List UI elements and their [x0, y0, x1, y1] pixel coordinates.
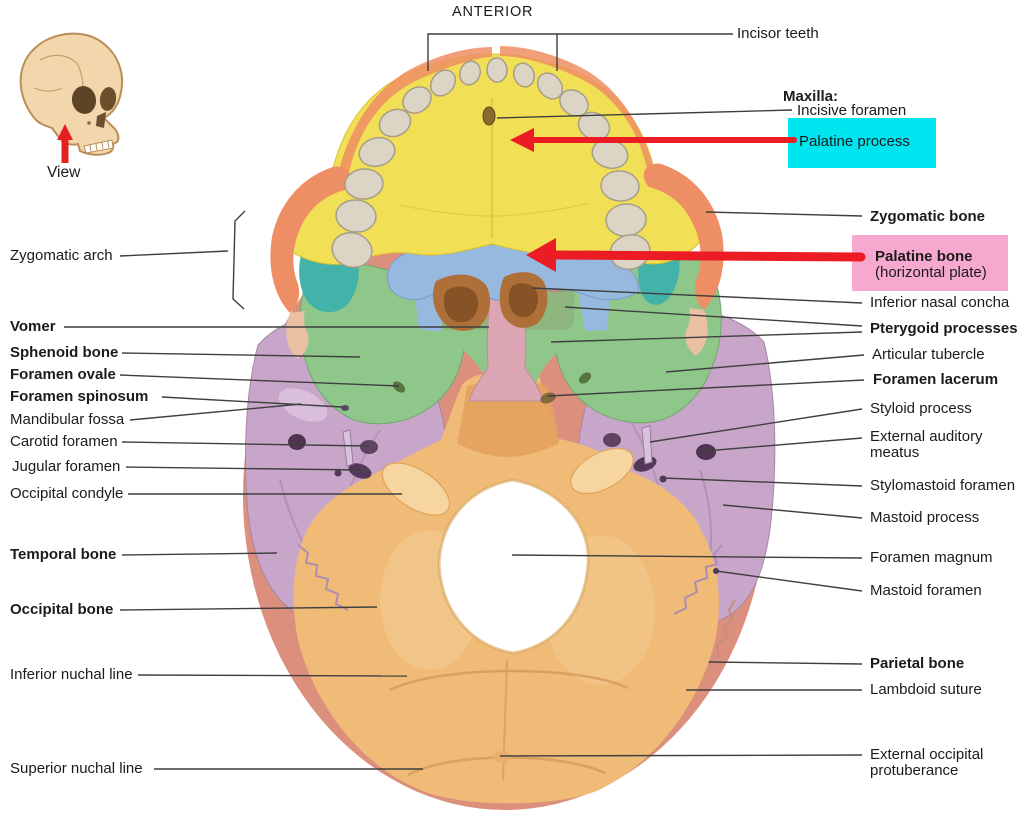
label-palatine-process: Palatine process	[788, 118, 936, 168]
view-inset-skull	[19, 32, 123, 163]
label-foramen-spinosum: Foramen spinosum	[10, 388, 149, 405]
label-parietal-bone: Parietal bone	[870, 655, 965, 672]
label-incisive-foramen: Incisive foramen	[797, 102, 907, 119]
label-superior-nuchal-line: Superior nuchal line	[10, 760, 143, 777]
label-mandibular-fossa: Mandibular fossa	[10, 411, 125, 428]
label-external-occipital-protuberance: External occipital protuberance	[870, 746, 984, 779]
label-carotid-foramen: Carotid foramen	[10, 433, 118, 450]
occipital-condyle-right	[570, 447, 634, 495]
foramen-magnum-opening	[437, 478, 590, 655]
label-zygomatic-arch: Zygomatic arch	[10, 247, 113, 264]
label-inferior-nasal-concha: Inferior nasal concha	[870, 294, 1010, 311]
label-occipital-bone: Occipital bone	[10, 601, 114, 618]
occipital-condyle-left	[381, 462, 451, 516]
label-temporal-bone: Temporal bone	[10, 546, 117, 563]
inferior-nuchal-line-mark	[389, 669, 629, 692]
label-stylomastoid-foramen: Stylomastoid foramen	[870, 477, 1016, 494]
anterior-heading: ANTERIOR	[452, 4, 534, 20]
label-foramen-lacerum: Foramen lacerum	[873, 371, 999, 388]
carotid-foramen-mark	[360, 440, 378, 454]
label-zygomatic-bone: Zygomatic bone	[870, 208, 986, 225]
label-sphenoid-bone: Sphenoid bone	[10, 344, 119, 361]
label-vomer: Vomer	[10, 318, 56, 335]
label-mastoid-foramen: Mastoid foramen	[870, 582, 982, 599]
label-palatine-bone: Palatine bone(horizontal plate)	[852, 235, 1008, 291]
label-articular-tubercle: Articular tubercle	[872, 346, 985, 363]
label-foramen-ovale: Foramen ovale	[10, 366, 116, 383]
view-label: View	[47, 164, 81, 181]
external-auditory-meatus-mark	[696, 444, 716, 460]
zygomatic-regions	[270, 46, 724, 359]
label-inferior-nuchal-line: Inferior nuchal line	[10, 666, 133, 683]
label-palatine-bone-line2: (horizontal plate)	[875, 264, 987, 281]
label-foramen-magnum: Foramen magnum	[870, 549, 993, 566]
label-mastoid-process: Mastoid process	[870, 509, 980, 526]
styloid-process-mark	[641, 425, 653, 465]
external-occipital-protuberance-mark	[493, 751, 511, 763]
maxilla-palate-region	[285, 53, 701, 265]
label-incisor-teeth: Incisor teeth	[737, 25, 819, 42]
label-pterygoid-processes: Pterygoid processes	[870, 320, 1018, 337]
inset-eye-socket	[71, 86, 97, 114]
label-external-auditory-meatus: External auditory meatus	[870, 428, 983, 461]
mastoid-foramen-mark	[713, 568, 719, 574]
label-lambdoid-suture: Lambdoid suture	[870, 681, 982, 698]
view-direction-arrow-icon	[57, 124, 73, 163]
inferior-nasal-concha-regions	[432, 272, 548, 331]
incisive-foramen-mark	[482, 106, 496, 126]
label-jugular-foramen: Jugular foramen	[12, 458, 121, 475]
label-styloid-process: Styloid process	[870, 400, 972, 417]
inset-nasal-aperture	[96, 112, 106, 128]
occipital-bone-region	[293, 372, 736, 804]
label-maxilla-heading: Maxilla:	[783, 88, 839, 105]
label-occipital-condyle: Occipital condyle	[10, 485, 124, 502]
stylomastoid-foramen-mark	[659, 475, 667, 483]
